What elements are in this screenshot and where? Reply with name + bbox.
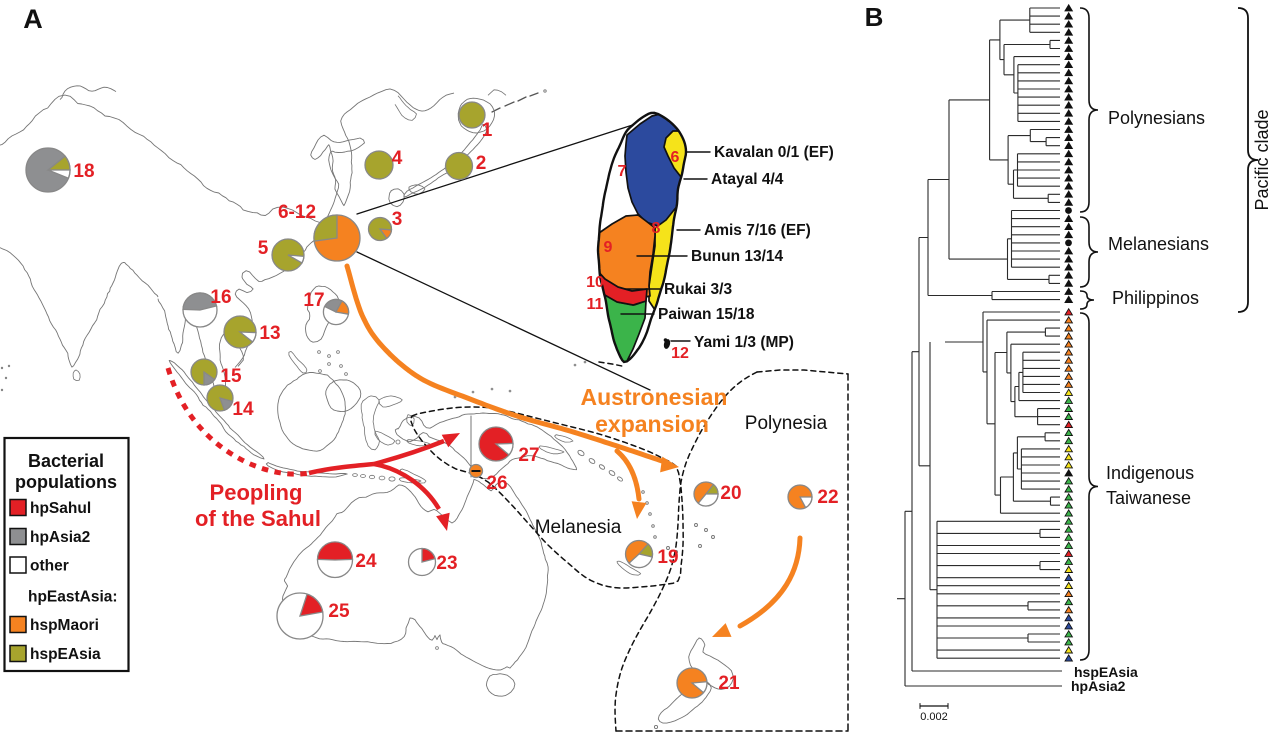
svg-text:16: 16 — [210, 287, 231, 308]
svg-text:A: A — [23, 4, 43, 34]
svg-text:hpAsia2: hpAsia2 — [30, 529, 90, 546]
svg-text:hpEastAsia:: hpEastAsia: — [28, 589, 118, 606]
svg-text:26: 26 — [486, 473, 507, 494]
svg-text:21: 21 — [718, 673, 740, 694]
svg-text:6-12: 6-12 — [278, 202, 316, 223]
svg-text:19: 19 — [657, 547, 678, 568]
svg-text:Taiwanese: Taiwanese — [1106, 488, 1191, 508]
svg-text:Bacterial: Bacterial — [28, 451, 104, 471]
svg-text:other: other — [30, 558, 69, 575]
svg-text:10: 10 — [586, 274, 604, 291]
svg-text:12: 12 — [671, 345, 689, 362]
svg-text:17: 17 — [303, 290, 324, 311]
svg-text:hspEAsia: hspEAsia — [30, 646, 101, 663]
svg-text:22: 22 — [817, 487, 838, 508]
svg-text:Polynesia: Polynesia — [745, 413, 828, 434]
svg-text:2: 2 — [476, 153, 487, 174]
svg-text:27: 27 — [518, 445, 539, 466]
svg-text:15: 15 — [220, 366, 242, 387]
svg-text:Polynesians: Polynesians — [1108, 108, 1205, 128]
svg-text:hpAsia2: hpAsia2 — [1071, 678, 1126, 694]
svg-text:Rukai 3/3: Rukai 3/3 — [664, 281, 732, 298]
svg-text:25: 25 — [328, 601, 350, 622]
svg-text:of the Sahul: of the Sahul — [195, 506, 321, 531]
svg-text:hpSahul: hpSahul — [30, 500, 91, 517]
svg-text:hspMaori: hspMaori — [30, 617, 99, 634]
svg-text:Philippinos: Philippinos — [1112, 288, 1199, 308]
svg-text:Indigenous: Indigenous — [1106, 463, 1194, 483]
svg-text:1: 1 — [482, 120, 493, 141]
svg-text:0.002: 0.002 — [920, 711, 948, 723]
svg-text:3: 3 — [392, 209, 403, 230]
svg-text:Austronesian: Austronesian — [581, 384, 728, 410]
svg-text:expansion: expansion — [595, 411, 709, 437]
svg-text:14: 14 — [232, 399, 254, 420]
svg-text:Pacific clade: Pacific clade — [1252, 109, 1272, 210]
svg-text:24: 24 — [355, 551, 377, 572]
svg-text:4: 4 — [392, 148, 403, 169]
svg-text:hspEAsia: hspEAsia — [1074, 664, 1138, 680]
svg-text:Atayal 4/4: Atayal 4/4 — [711, 171, 784, 188]
svg-text:Amis 7/16 (EF): Amis 7/16 (EF) — [704, 222, 811, 239]
svg-text:Paiwan 15/18: Paiwan 15/18 — [658, 306, 755, 323]
svg-text:Melanesians: Melanesians — [1108, 234, 1209, 254]
svg-text:populations: populations — [15, 472, 117, 492]
svg-text:11: 11 — [587, 296, 604, 313]
svg-text:8: 8 — [652, 220, 661, 237]
svg-text:Bunun 13/14: Bunun 13/14 — [691, 248, 784, 265]
svg-text:5: 5 — [258, 238, 269, 259]
svg-text:Melanesia: Melanesia — [535, 517, 622, 538]
svg-text:B: B — [865, 2, 884, 32]
svg-text:13: 13 — [259, 323, 280, 344]
svg-text:Peopling: Peopling — [210, 480, 303, 505]
svg-text:Kavalan 0/1 (EF): Kavalan 0/1 (EF) — [714, 144, 834, 161]
svg-text:18: 18 — [73, 161, 94, 182]
svg-text:6: 6 — [671, 149, 680, 166]
svg-text:9: 9 — [604, 239, 613, 256]
svg-text:7: 7 — [618, 163, 627, 180]
svg-text:23: 23 — [436, 553, 457, 574]
svg-text:20: 20 — [720, 483, 741, 504]
svg-text:Yami 1/3 (MP): Yami 1/3 (MP) — [694, 334, 794, 351]
